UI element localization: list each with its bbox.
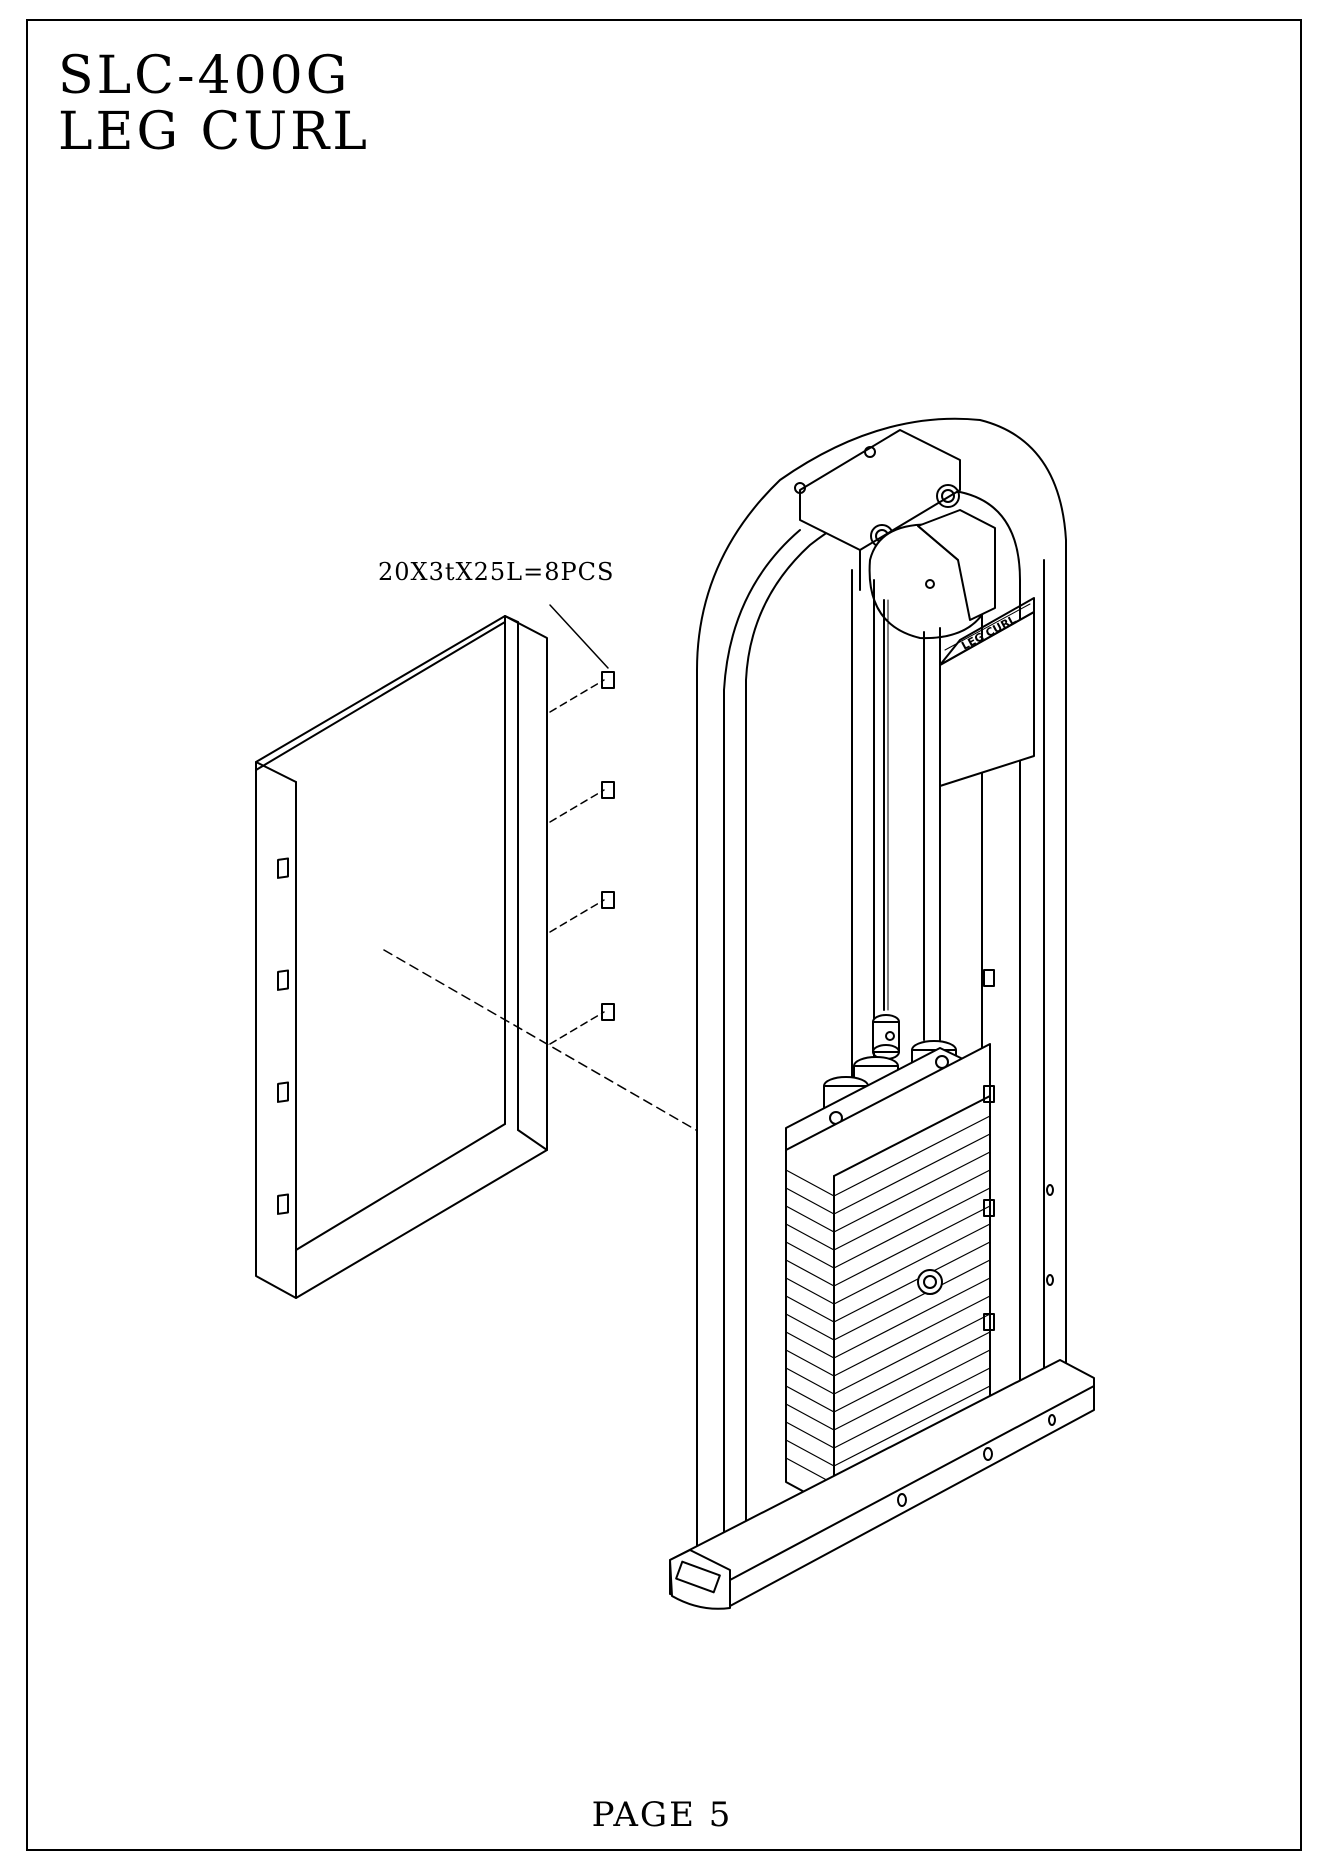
cover-shroud — [256, 616, 547, 1298]
page-number: PAGE 5 — [0, 1795, 1324, 1835]
callout-leader-line — [550, 605, 608, 668]
